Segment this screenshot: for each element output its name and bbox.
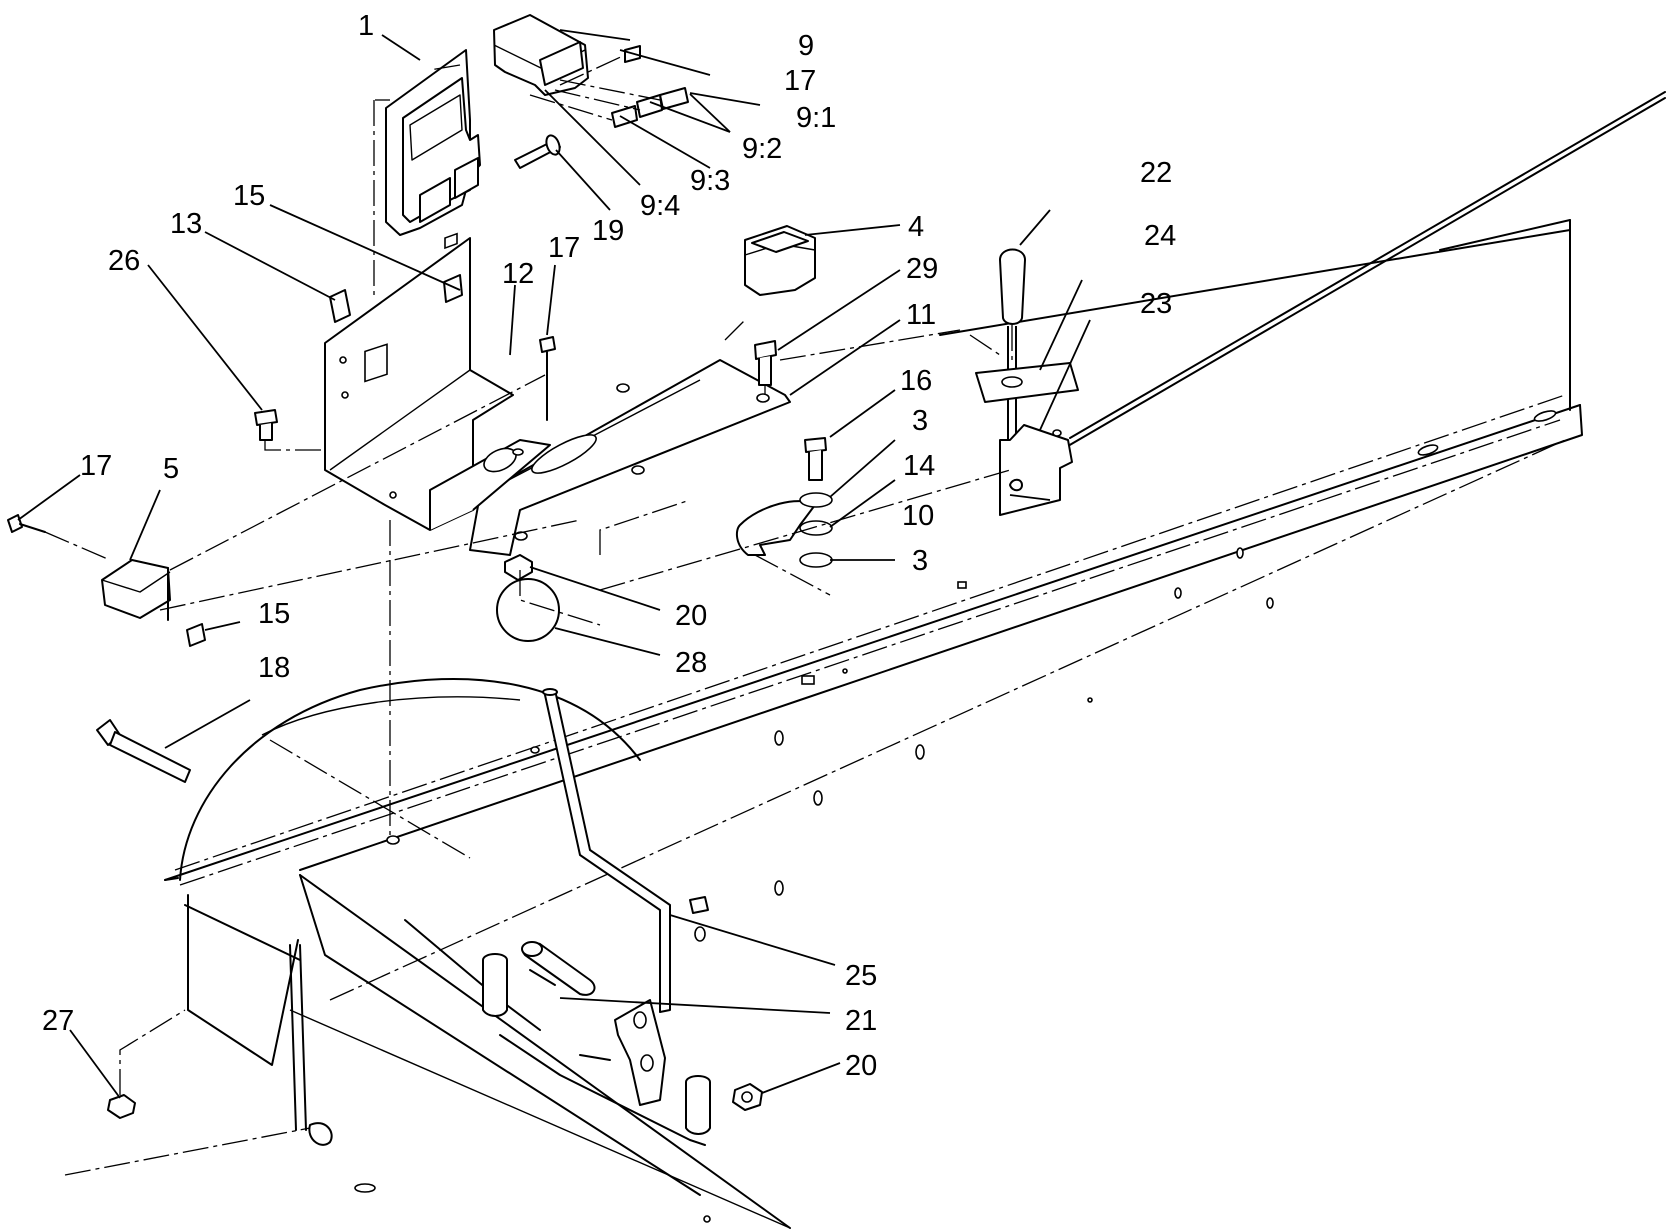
centerlines: [159, 54, 1011, 840]
fuse-block: [493, 14, 689, 128]
bolt-18: [96, 719, 191, 783]
callout-5: 5: [163, 453, 179, 485]
frame-rail: [164, 219, 1583, 1229]
callout-27: 27: [42, 1005, 74, 1037]
latch-assembly: [735, 437, 833, 568]
callout-15-lower: 15: [258, 598, 290, 630]
callout-21: 21: [845, 1005, 877, 1037]
nut-27: [107, 1009, 186, 1119]
callout-11: 11: [906, 299, 936, 331]
callout-17-top: 17: [784, 65, 816, 97]
clip-nut-15-upper: [443, 274, 463, 303]
nut-20-lower: [732, 1083, 763, 1111]
callout-9-1: 9:1: [796, 102, 836, 134]
callout-29: 29: [906, 253, 938, 285]
callout-23: 23: [1140, 288, 1172, 320]
control-cable: [1067, 91, 1666, 447]
centerline-left: [169, 374, 546, 571]
callout-17-left: 17: [80, 450, 112, 482]
callout-20-lower: 20: [845, 1050, 877, 1082]
clip-nut-15-lower: [186, 623, 206, 647]
mount-plate: [469, 359, 791, 556]
screw-17-left: [7, 514, 111, 561]
callout-26: 26: [108, 245, 140, 277]
callout-22: 22: [1140, 157, 1172, 189]
callout-24: 24: [1144, 220, 1176, 252]
callout-3-lower: 3: [912, 545, 928, 577]
callout-15-upper: 15: [233, 180, 265, 212]
screw-17-upper: [539, 336, 556, 421]
fender-housing: [64, 677, 711, 1223]
leader-lines: [17, 29, 1091, 1099]
callout-12: 12: [502, 258, 534, 290]
callout-19: 19: [592, 215, 624, 247]
switch: [101, 559, 171, 621]
callout-20-upper: 20: [675, 600, 707, 632]
callout-17-mid: 17: [548, 232, 580, 264]
nut-20-upper: [504, 554, 533, 581]
callout-18: 18: [258, 652, 290, 684]
callout-4: 4: [908, 211, 924, 243]
callout-labels: 1 9 17 9:1 9:2 9:3 9:4 19 22 24 23 4 29 …: [42, 10, 1176, 1082]
bolt-26: [254, 409, 325, 451]
clip-13: [329, 289, 351, 323]
bracket: [324, 100, 551, 531]
callout-9-4: 9:4: [640, 190, 680, 222]
relay: [744, 225, 816, 296]
control-module: [375, 49, 481, 236]
bolt-29: [754, 340, 777, 395]
throttle-assembly: [975, 248, 1079, 516]
callout-3-upper: 3: [912, 405, 928, 437]
callout-9: 9: [798, 30, 814, 62]
lever-assembly: [496, 578, 671, 1061]
callout-10: 10: [902, 500, 934, 532]
pivot-posts: [482, 953, 711, 1146]
callout-9-2: 9:2: [742, 133, 782, 165]
callout-28: 28: [675, 647, 707, 679]
callout-1: 1: [358, 10, 374, 42]
callout-14: 14: [903, 450, 935, 482]
callout-9-3: 9:3: [690, 165, 730, 197]
callout-13: 13: [170, 208, 202, 240]
callout-25: 25: [845, 960, 877, 992]
screw-19: [514, 134, 561, 169]
callout-16: 16: [900, 365, 932, 397]
